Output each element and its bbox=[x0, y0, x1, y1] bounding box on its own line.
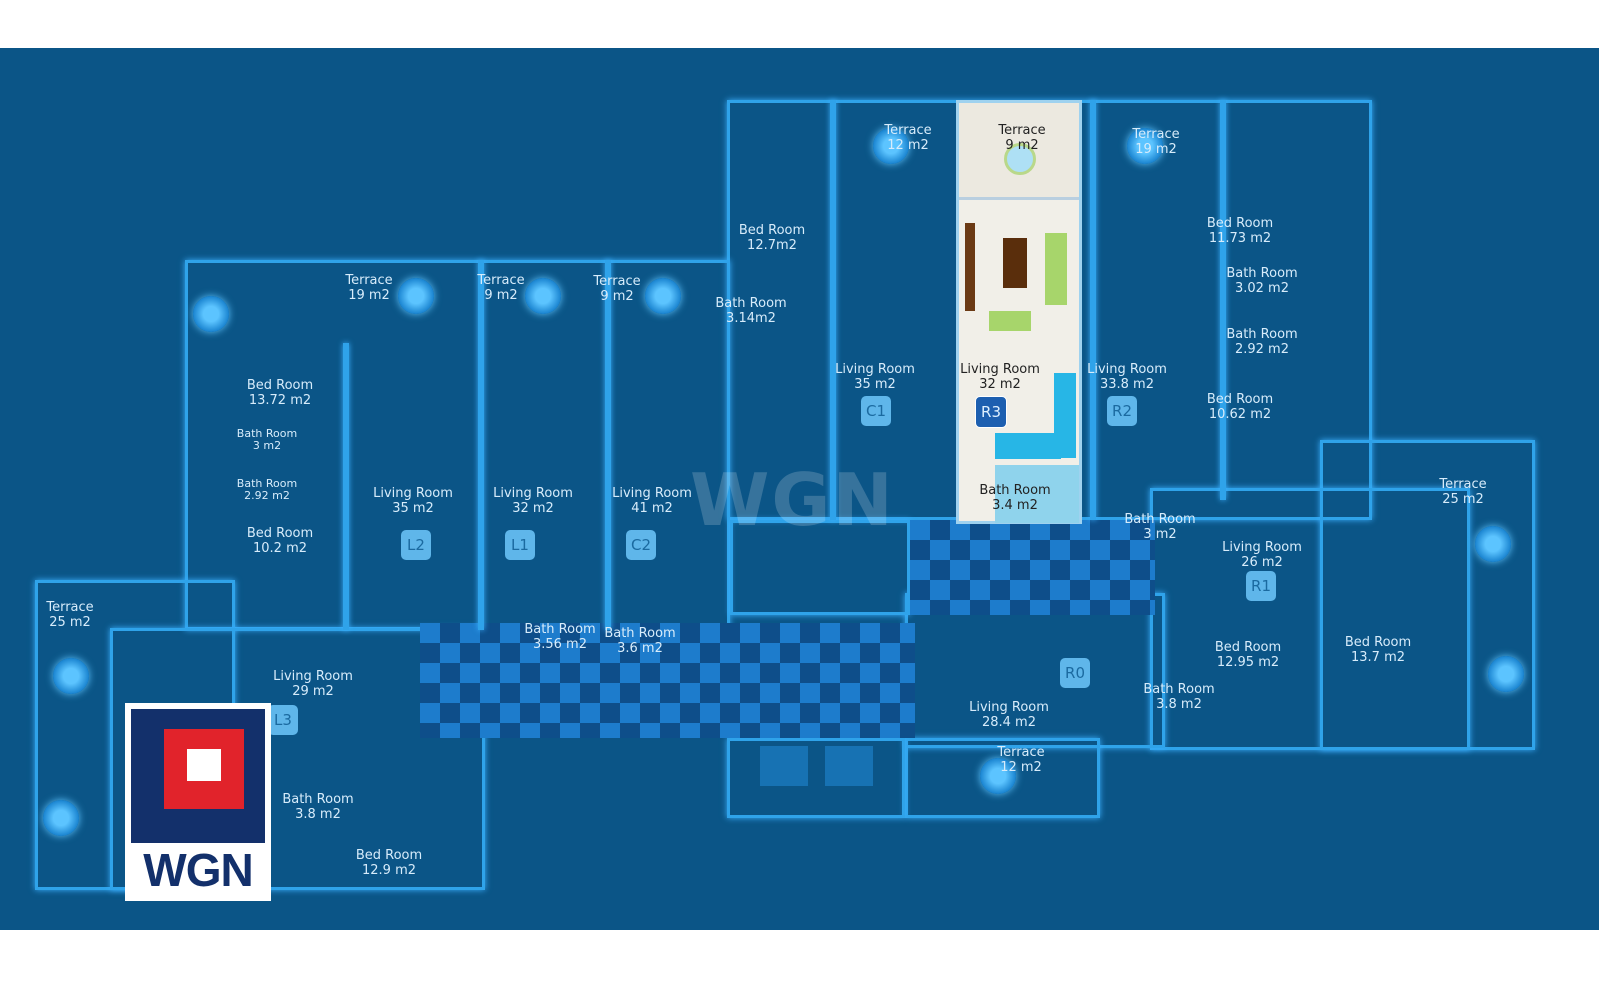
kitchen-counter bbox=[1054, 373, 1076, 458]
terrace-table-icon bbox=[1127, 128, 1163, 164]
watermark: WGN bbox=[690, 458, 895, 542]
r3-bathroom bbox=[995, 465, 1079, 523]
elevator-block bbox=[727, 738, 905, 818]
logo-white-square bbox=[187, 749, 221, 781]
staircase bbox=[730, 520, 910, 615]
unit-badge-l1[interactable]: L1 bbox=[505, 530, 535, 560]
wgn-logo: WGN bbox=[125, 703, 271, 901]
terrace-table-icon bbox=[873, 128, 909, 164]
terrace-table-icon bbox=[1004, 143, 1036, 175]
wall bbox=[830, 100, 836, 520]
unit-badge-c2[interactable]: C2 bbox=[626, 530, 656, 560]
kitchen bbox=[995, 433, 1061, 459]
terrace-table-icon bbox=[980, 758, 1016, 794]
elevator-1 bbox=[760, 746, 808, 786]
unit-badge-c1[interactable]: C1 bbox=[861, 396, 891, 426]
unit-badge-r0[interactable]: R0 bbox=[1060, 658, 1090, 688]
wall bbox=[1220, 100, 1226, 500]
terrace-table-icon bbox=[1488, 656, 1524, 692]
unit-badge-r2[interactable]: R2 bbox=[1107, 396, 1137, 426]
unit-badge-r1[interactable]: R1 bbox=[1246, 571, 1276, 601]
terrace-table-icon bbox=[645, 278, 681, 314]
r0-terrace-outline bbox=[905, 738, 1100, 818]
unit-badge-r3[interactable]: R3 bbox=[975, 396, 1007, 428]
terrace-table-icon bbox=[53, 658, 89, 694]
wall bbox=[478, 260, 484, 630]
sofa bbox=[1045, 233, 1067, 305]
armchairs bbox=[989, 311, 1031, 331]
selected-unit-r3[interactable] bbox=[956, 100, 1082, 524]
r1-unit-outline bbox=[1150, 488, 1470, 750]
logo-text: WGN bbox=[143, 844, 253, 896]
l3-unit-outline bbox=[110, 628, 485, 890]
terrace-table-icon bbox=[193, 296, 229, 332]
elevator-2 bbox=[825, 746, 873, 786]
wall bbox=[1090, 100, 1096, 520]
wall bbox=[605, 260, 611, 630]
tv-unit bbox=[965, 223, 975, 311]
wall bbox=[343, 343, 349, 630]
terrace-table-icon bbox=[525, 278, 561, 314]
unit-badge-l2[interactable]: L2 bbox=[401, 530, 431, 560]
corridor-right bbox=[910, 520, 1155, 615]
terrace-table-icon bbox=[43, 800, 79, 836]
logo-red-square bbox=[164, 729, 244, 809]
terrace-table-icon bbox=[398, 278, 434, 314]
corridor bbox=[420, 623, 915, 738]
terrace-table-icon bbox=[1475, 526, 1511, 562]
coffee-table bbox=[1003, 238, 1027, 288]
unit-badge-l3[interactable]: L3 bbox=[268, 705, 298, 735]
logo-square bbox=[131, 709, 265, 843]
